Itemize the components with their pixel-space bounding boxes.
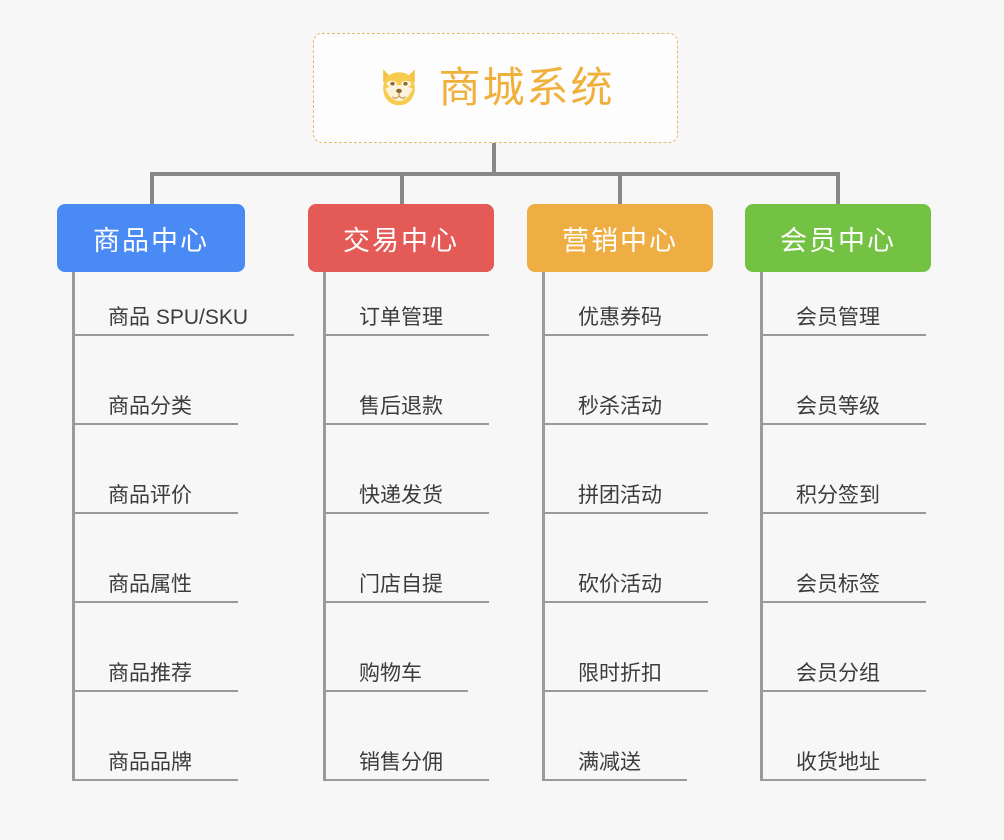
root-node[interactable]: 商城系统 [313,33,678,143]
branch-label-3: 会员中心 [780,225,896,256]
leaf-item[interactable]: 商品 SPU/SKU [72,292,294,336]
leaf-item[interactable]: 门店自提 [323,559,489,603]
branch-label-1: 交易中心 [343,225,459,256]
shiba-dog-face-icon [383,69,416,106]
leaf-item-label: 门店自提 [359,572,443,596]
leaf-item-label: 购物车 [359,661,422,685]
root-node-content: 商城系统 [376,65,614,111]
leaf-item-label: 会员等级 [796,394,880,418]
branch-node-3[interactable]: 会员中心 [745,204,931,272]
leaf-item[interactable]: 商品品牌 [72,737,238,781]
leaf-item[interactable]: 满减送 [542,737,687,781]
branch-node-1[interactable]: 交易中心 [308,204,494,272]
leaf-item-label: 会员标签 [796,572,880,596]
leaf-item[interactable]: 积分签到 [760,470,926,514]
branch-node-0[interactable]: 商品中心 [57,204,245,272]
leaf-item-label: 售后退款 [359,394,443,418]
connector-horizontal-bus [150,172,840,176]
leaf-item[interactable]: 会员标签 [760,559,926,603]
leaf-item-label: 快递发货 [359,483,443,507]
leaf-item-label: 限时折扣 [578,661,662,685]
branch-node-2[interactable]: 营销中心 [527,204,713,272]
leaf-item-label: 商品推荐 [108,661,192,685]
leaf-item-label: 商品评价 [108,483,192,507]
leaf-spine-2 [542,272,545,781]
leaf-spine-0 [72,272,75,781]
leaf-item-label: 秒杀活动 [578,394,662,418]
leaf-spine-1 [323,272,326,781]
leaf-item[interactable]: 优惠券码 [542,292,708,336]
leaf-item-label: 收货地址 [796,750,880,774]
connector-drop-1 [150,172,154,204]
leaf-item[interactable]: 售后退款 [323,381,489,425]
leaf-item-label: 订单管理 [359,305,443,329]
connector-root-stem [492,143,496,175]
leaf-item-label: 优惠券码 [578,305,662,329]
leaf-spine-3 [760,272,763,781]
leaf-item[interactable]: 会员管理 [760,292,926,336]
leaf-item[interactable]: 订单管理 [323,292,489,336]
leaf-item-label: 满减送 [578,750,641,774]
branch-label-2: 营销中心 [562,225,678,256]
leaf-item[interactable]: 商品分类 [72,381,238,425]
leaf-item-label: 会员管理 [796,305,880,329]
branch-label-0: 商品中心 [93,225,209,256]
leaf-item-label: 商品品牌 [108,750,192,774]
leaf-item[interactable]: 会员分组 [760,648,926,692]
leaf-item-label: 拼团活动 [578,483,662,507]
root-title: 商城系统 [438,64,615,111]
leaf-item[interactable]: 拼团活动 [542,470,708,514]
leaf-item-label: 商品分类 [108,394,192,418]
connector-drop-3 [618,172,622,204]
leaf-item-label: 积分签到 [796,483,880,507]
leaf-item[interactable]: 商品推荐 [72,648,238,692]
leaf-item[interactable]: 砍价活动 [542,559,708,603]
connector-drop-4 [836,172,840,204]
leaf-item-label: 商品属性 [108,572,192,596]
leaf-item[interactable]: 商品评价 [72,470,238,514]
leaf-item-label: 销售分佣 [359,750,443,774]
leaf-item[interactable]: 购物车 [323,648,468,692]
leaf-item-label: 砍价活动 [578,572,662,596]
connector-drop-2 [400,172,404,204]
leaf-item[interactable]: 收货地址 [760,737,926,781]
leaf-item-label: 会员分组 [796,661,880,685]
leaf-item[interactable]: 快递发货 [323,470,489,514]
leaf-item[interactable]: 销售分佣 [323,737,489,781]
leaf-item[interactable]: 限时折扣 [542,648,708,692]
leaf-item[interactable]: 商品属性 [72,559,238,603]
leaf-item[interactable]: 秒杀活动 [542,381,708,425]
leaf-item[interactable]: 会员等级 [760,381,926,425]
leaf-item-label: 商品 SPU/SKU [108,305,249,329]
